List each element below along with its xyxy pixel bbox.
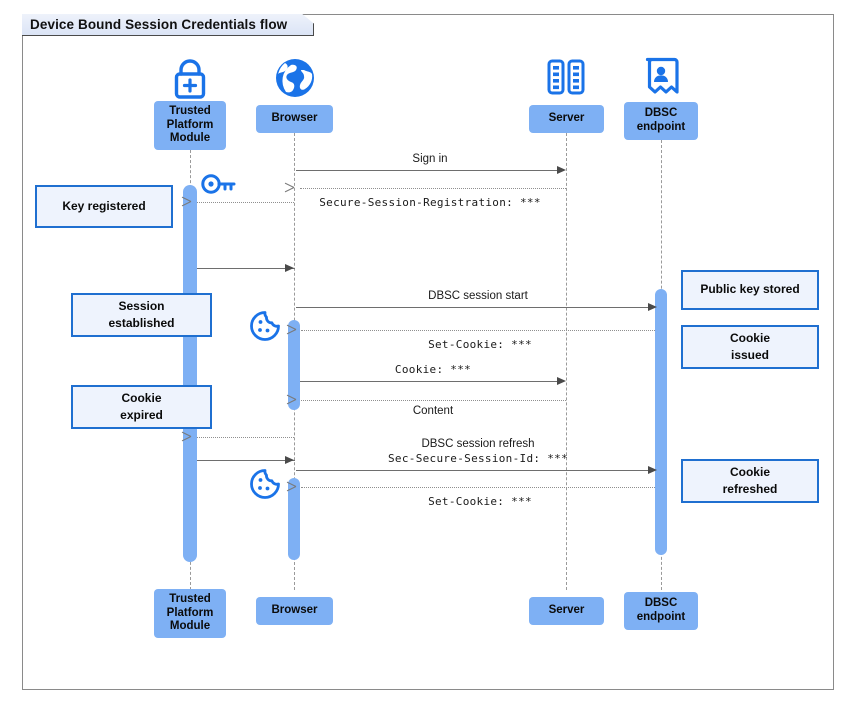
message-line-register-key (197, 202, 294, 203)
cookie-icon-2 (249, 468, 281, 500)
message-label-set-cookie-2: Set-Cookie: *** (428, 495, 532, 508)
arrowhead-right-key-ready (285, 263, 294, 272)
message-label-set-cookie-1: Set-Cookie: *** (428, 338, 532, 351)
note-text: Cookie expired (120, 390, 163, 422)
id-badge-icon (643, 54, 679, 100)
message-line-dbsc-session-refresh (296, 470, 654, 471)
server-rack-icon (544, 55, 588, 99)
note-session-established: Session established (71, 293, 212, 337)
message-line-secure-session-registration (300, 188, 566, 189)
lifeline-server (566, 133, 567, 590)
participant-label-server-bottom: Server (548, 604, 585, 617)
activation-bar-tpm (183, 185, 197, 562)
participant-box-dbsc-bottom[interactable]: DBSC endpoint (624, 592, 698, 630)
note-text: Cookie issued (729, 330, 770, 362)
participant-label-server: Server (548, 112, 585, 125)
activation-bar-browser-2 (288, 478, 300, 560)
message-line-key-ready (197, 268, 295, 269)
globe-icon (274, 57, 316, 99)
activation-bar-dbsc (655, 289, 667, 555)
message-line-sign-in (296, 170, 558, 171)
participant-label-tpm-bottom: Trusted Platform Module (166, 593, 214, 633)
arrowhead-left-register-key (191, 197, 200, 206)
participant-box-tpm-top[interactable]: Trusted Platform Module (154, 101, 226, 150)
diagram-title: Device Bound Session Credentials flow (22, 14, 314, 36)
message-label-sec-secure-session-id: Sec-Secure-Session-Id: *** (388, 452, 568, 465)
message-line-content (301, 400, 566, 401)
participant-box-browser-top[interactable]: Browser (256, 105, 333, 133)
note-text: Session established (108, 298, 175, 330)
note-text: Public key stored (700, 282, 800, 297)
message-label-dbsc-session-start: DBSC session start (428, 290, 528, 302)
participant-box-tpm-bottom[interactable]: Trusted Platform Module (154, 589, 226, 638)
cookie-icon-1 (249, 310, 281, 342)
message-label-content: Content (412, 405, 454, 417)
message-line-cookie (300, 381, 558, 382)
arrowhead-left-set-cookie-1 (296, 325, 305, 334)
message-line-cookie-expired-notify (197, 437, 294, 438)
arrowhead-right-cookie (557, 376, 566, 385)
note-cookie-refreshed: Cookie refreshed (681, 459, 819, 503)
note-key-registered: Key registered (35, 185, 173, 228)
message-label-cookie: Cookie: *** (394, 363, 472, 376)
key-icon (200, 172, 238, 196)
participant-label-browser: Browser (271, 112, 318, 125)
arrowhead-left-set-cookie-2 (296, 482, 305, 491)
arrowhead-right-sign-in (557, 165, 566, 174)
participant-box-server-bottom[interactable]: Server (529, 597, 604, 625)
participant-label-dbsc: DBSC endpoint (636, 107, 686, 133)
message-line-set-cookie-2 (301, 487, 655, 488)
message-line-set-cookie-1 (301, 330, 655, 331)
participant-box-browser-bottom[interactable]: Browser (256, 597, 333, 625)
arrowhead-left-cookie-expired-notify (191, 432, 200, 441)
participant-box-server-top[interactable]: Server (529, 105, 604, 133)
activation-bar-browser-1 (288, 320, 300, 410)
note-text: Cookie refreshed (722, 464, 778, 496)
arrowhead-right-dbsc-session-refresh (648, 465, 657, 474)
message-label-sign-in: Sign in (412, 153, 448, 165)
participant-label-tpm: Trusted Platform Module (166, 105, 214, 145)
note-text: Key registered (62, 198, 146, 213)
message-label-dbsc-session-refresh: DBSC session refresh (421, 438, 535, 450)
message-label-secure-session-registration: Secure-Session-Registration: *** (319, 196, 541, 209)
participant-label-browser-bottom: Browser (271, 604, 318, 617)
participant-box-dbsc-top[interactable]: DBSC endpoint (624, 102, 698, 140)
message-line-sign-challenge (197, 460, 295, 461)
message-line-dbsc-session-start (296, 307, 654, 308)
arrowhead-right-dbsc-session-start (648, 302, 657, 311)
arrowhead-left-secure-session-registration (294, 183, 303, 192)
note-cookie-expired: Cookie expired (71, 385, 212, 429)
participant-label-dbsc-bottom: DBSC endpoint (636, 597, 686, 623)
arrowhead-right-sign-challenge (285, 455, 294, 464)
padlock-plus-icon (168, 55, 212, 101)
arrowhead-left-content (296, 395, 305, 404)
note-public-key-stored: Public key stored (681, 270, 819, 310)
note-cookie-issued: Cookie issued (681, 325, 819, 369)
